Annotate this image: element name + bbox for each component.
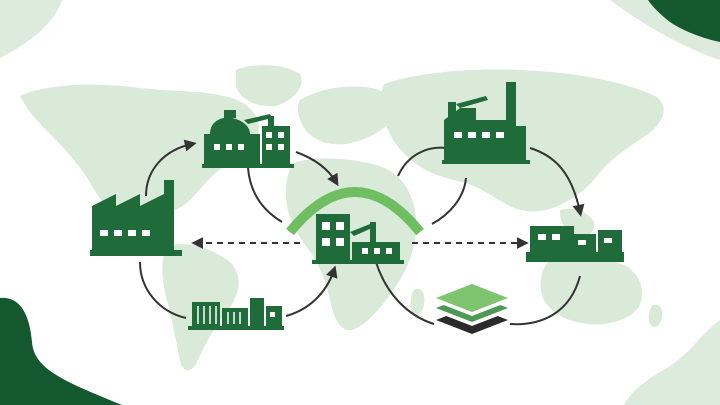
top-factory-icon (202, 110, 294, 168)
map-madagascar (410, 288, 425, 317)
curve-layers-to-warehouse (509, 275, 581, 326)
map-australia (540, 257, 642, 325)
map-greenland (236, 65, 302, 107)
left-factory-icon (90, 180, 182, 256)
right-warehouse-icon (526, 226, 624, 262)
curve-right-up (397, 146, 447, 177)
green-arc (286, 187, 424, 236)
blob-top-right-dark (648, 0, 720, 42)
bottom-containers-icon (188, 298, 284, 330)
curve-left-down (139, 261, 187, 319)
map-europe (297, 86, 394, 145)
arrow-left-to-top (145, 139, 197, 197)
map-new-zealand (648, 304, 663, 327)
curve-top-down (247, 167, 283, 223)
blob-bottom-right-light (624, 320, 720, 405)
top-right-factory-icon (442, 82, 530, 164)
arrow-topright-to-warehouse (529, 147, 585, 217)
connectors (139, 139, 585, 326)
arrow-top-to-center (295, 151, 339, 187)
arrow-containers-to-center (285, 265, 338, 317)
blob-bottom-left-dark (0, 297, 122, 405)
center-factory-icon (312, 214, 404, 264)
curve-right-down (431, 177, 467, 225)
blob-top-left (0, 0, 62, 58)
layers-stack-icon (436, 284, 508, 334)
curve-center-to-layers (375, 261, 435, 325)
map-north-america (20, 84, 259, 229)
